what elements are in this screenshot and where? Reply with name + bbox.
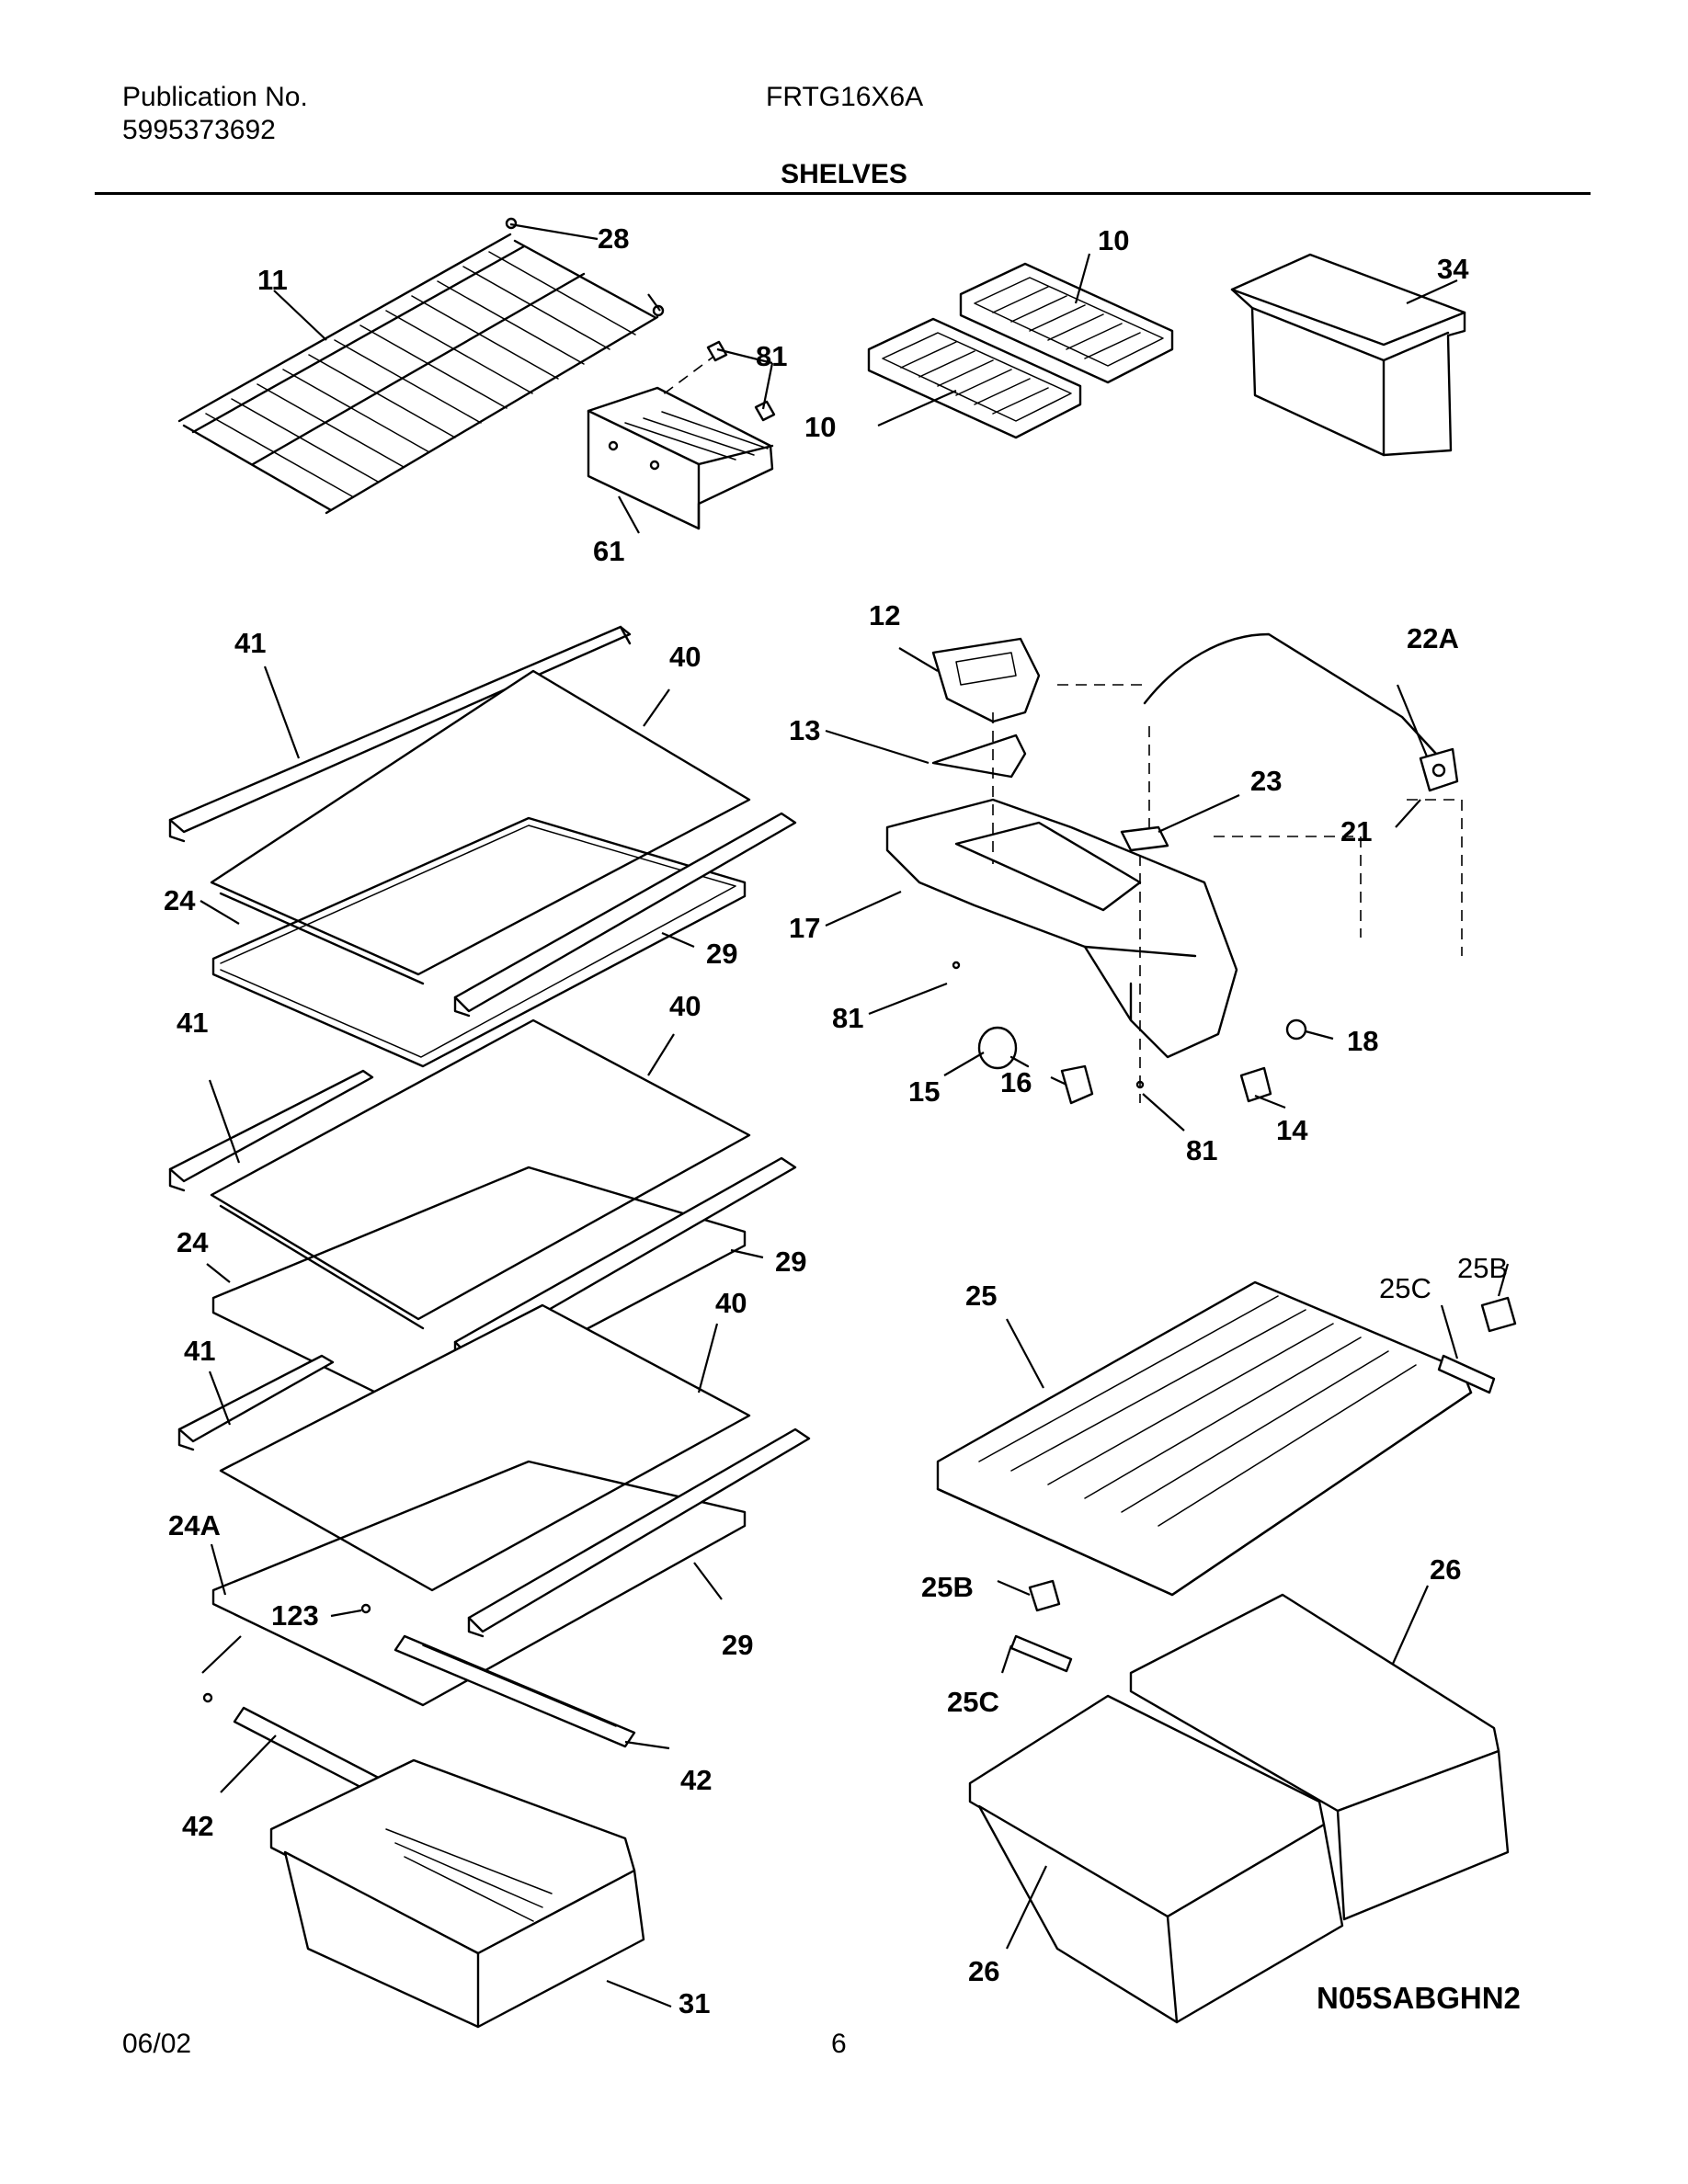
light-switch-part <box>1239 1066 1272 1103</box>
callout-41-3: 41 <box>184 1335 215 1367</box>
callout-81-lower: 81 <box>1186 1134 1217 1166</box>
thermostat-part <box>1143 632 1459 792</box>
page-number: 6 <box>831 2029 847 2059</box>
wire-shelf-part <box>177 217 665 515</box>
callout-123: 123 <box>271 1599 319 1632</box>
shelf-bracket-part <box>587 340 776 530</box>
callout-61: 61 <box>593 535 624 567</box>
callout-28: 28 <box>598 222 629 255</box>
shelf-trim-front-3 <box>177 1354 335 1451</box>
callout-22A: 22A <box>1407 622 1459 654</box>
knob-part <box>1285 1018 1307 1041</box>
shelf-frame-2 <box>211 1166 747 1417</box>
housing-part <box>885 798 1238 1059</box>
footer-date: 06/02 <box>122 2029 192 2059</box>
callout-31: 31 <box>679 1987 710 2019</box>
meat-drawer-part <box>269 1758 645 2029</box>
callout-29-3: 29 <box>722 1629 753 1661</box>
callout-40-2: 40 <box>669 990 701 1022</box>
header-rule <box>95 192 1591 195</box>
section-title: SHELVES <box>781 159 907 189</box>
shelf-trim-front-1 <box>168 625 632 843</box>
crisper-drawer-front <box>968 1694 1344 2024</box>
callout-26-rear: 26 <box>1430 1553 1461 1586</box>
drawer-slide-right <box>393 1634 636 1748</box>
callout-41-2: 41 <box>177 1007 208 1039</box>
shelf-trim-rear-3 <box>467 1428 811 1638</box>
crisper-bracket-bottom <box>1009 1634 1073 1673</box>
light-socket-part <box>1060 1064 1094 1105</box>
callout-25C-top: 25C <box>1379 1272 1431 1304</box>
switch-part <box>1120 825 1169 852</box>
callout-13: 13 <box>789 714 820 746</box>
callout-24-1: 24 <box>164 884 196 916</box>
shelf-frame-3 <box>211 1460 747 1707</box>
shelf-trim-front-2 <box>168 1069 374 1192</box>
callout-29-2: 29 <box>775 1246 806 1278</box>
callout-24A: 24A <box>168 1509 221 1541</box>
ice-tray-rear-part <box>959 262 1174 384</box>
callout-17: 17 <box>789 912 820 944</box>
crisper-clip-bottom <box>1028 1579 1061 1612</box>
callout-10-upper: 10 <box>1098 224 1129 256</box>
callout-21: 21 <box>1340 815 1372 847</box>
publication-label: Publication No. <box>122 82 308 112</box>
model-number: FRTG16X6A <box>766 82 924 112</box>
diagram-code: N05SABGHN2 <box>1317 1981 1521 2015</box>
ice-tray-front-part <box>867 317 1082 439</box>
callout-81-mid: 81 <box>832 1002 863 1034</box>
callout-11: 11 <box>257 264 288 296</box>
callout-25B: 25B <box>921 1571 974 1603</box>
light-bulb-part <box>977 1026 1030 1070</box>
callout-41-1: 41 <box>234 627 266 659</box>
chute-flap-part <box>931 734 1027 779</box>
callout-16: 16 <box>1000 1066 1032 1098</box>
callout-18: 18 <box>1347 1025 1378 1057</box>
callout-14: 14 <box>1276 1114 1308 1146</box>
callout-23: 23 <box>1250 765 1282 797</box>
callout-26-front: 26 <box>968 1955 999 1987</box>
crisper-clip-top <box>1480 1296 1517 1333</box>
glass-panel-3 <box>219 1303 751 1592</box>
crisper-drawer-rear <box>1129 1593 1510 1921</box>
crisper-bracket-top <box>1437 1354 1496 1394</box>
callout-25: 25 <box>965 1280 997 1312</box>
shelf-trim-rear-1 <box>453 812 797 1018</box>
callout-42-right: 42 <box>680 1764 712 1796</box>
callout-40-3: 40 <box>715 1287 747 1319</box>
callout-81-upper: 81 <box>756 340 787 372</box>
callout-25C: 25C <box>947 1686 999 1718</box>
publication-number: 5995373692 <box>122 115 276 145</box>
callout-25B-top: 25B <box>1457 1252 1508 1284</box>
callout-12: 12 <box>869 599 900 631</box>
callout-15: 15 <box>908 1075 940 1108</box>
ice-bucket-part <box>1230 253 1466 457</box>
shelf-frame-1 <box>211 816 747 1068</box>
callout-42-left: 42 <box>182 1810 213 1842</box>
ice-chute-part <box>931 637 1041 723</box>
callout-10-lower: 10 <box>804 411 836 443</box>
callout-29-1: 29 <box>706 938 737 970</box>
callout-40-1: 40 <box>669 641 701 673</box>
callout-24-2: 24 <box>177 1226 209 1258</box>
glass-panel-2 <box>210 1018 751 1330</box>
callout-34: 34 <box>1437 253 1469 285</box>
crisper-cover-part <box>936 1280 1473 1597</box>
